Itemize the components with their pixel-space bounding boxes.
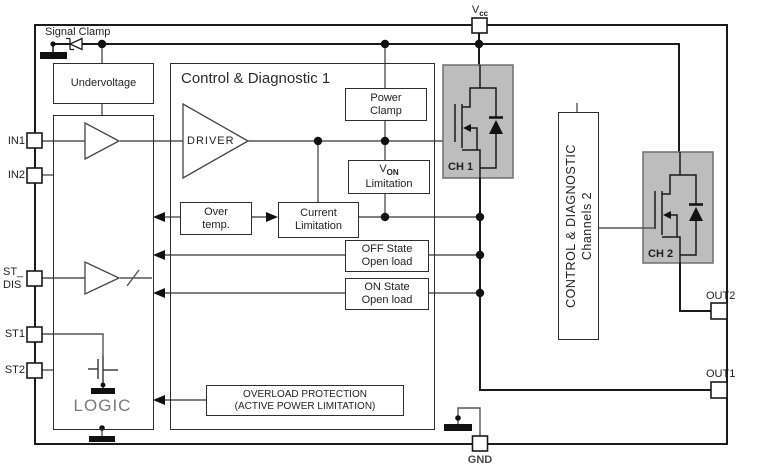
ground-icon-status — [91, 388, 115, 394]
output-wires — [479, 178, 711, 391]
st1-pin-label: ST1 — [4, 328, 25, 340]
pin-st2 — [26, 362, 43, 379]
pin-vcc — [471, 17, 488, 34]
block-logic — [53, 115, 154, 430]
cd2-wires — [576, 103, 655, 229]
block-ch2 — [642, 151, 714, 264]
ground-icon-gnd — [444, 424, 472, 431]
block-control-diagnostic-1 — [170, 63, 435, 430]
block-undervoltage: Undervoltage — [53, 63, 154, 104]
pin-out2 — [710, 302, 728, 320]
pin-st1 — [26, 326, 43, 343]
out2-pin-label: OUT2 — [706, 290, 736, 302]
pin-terminals — [26, 17, 728, 452]
out1-pin-label: OUT1 — [706, 368, 736, 380]
block-current-limitation: Current Limitation — [278, 202, 359, 238]
pin-in2 — [26, 167, 43, 184]
arrow-offstate-to-logic — [153, 250, 165, 260]
logic-label: LOGIC — [73, 396, 132, 415]
body-diode-icon-ch1 — [480, 87, 503, 169]
pin-st-dis — [26, 270, 43, 287]
gnd-wires — [457, 407, 481, 436]
arrow-onstate-to-logic — [153, 288, 165, 298]
undervoltage-label: Undervoltage — [70, 77, 137, 90]
signal-clamp-diode-icon — [66, 37, 83, 51]
signal-clamp-label: Signal Clamp — [45, 26, 111, 38]
mosfet-arrow-ch1 — [463, 124, 471, 132]
arrow-to-current-limitation — [266, 212, 278, 222]
diagnostic-wires — [164, 216, 480, 401]
ground-icon — [40, 52, 67, 59]
arrow-overtemp-to-logic — [153, 212, 165, 222]
block-over-temp: Over temp. — [180, 202, 252, 235]
body-diode-icon-ch2 — [680, 174, 703, 256]
pin-gnd — [471, 435, 489, 452]
ch2-label: CH 2 — [648, 248, 674, 260]
input-driver-wires — [42, 140, 455, 371]
block-control-diagnostic-2: CONTROL & DIAGNOSTIC Channels 2 — [558, 112, 599, 340]
ground-icon-logic — [89, 436, 115, 442]
in2-pin-label: IN2 — [7, 169, 25, 181]
mosfet-arrow-ch2 — [663, 211, 671, 219]
block-von-limitation: VON Limitation — [348, 160, 430, 194]
gnd-pin-label: GND — [467, 454, 493, 466]
in1-pin-label: IN1 — [7, 135, 25, 147]
driver-label: DRIVER — [187, 135, 235, 147]
buffer-in1-icon — [84, 121, 121, 161]
arrow-into-logic-icons — [153, 212, 278, 405]
st-dis-pin-label: ST_ DIS — [3, 266, 24, 291]
arrow-overload-to-logic — [153, 395, 165, 405]
device-outline — [34, 24, 728, 445]
cd1-title: Control & Diagnostic 1 — [181, 70, 331, 87]
block-on-state-open-load: ON State Open load — [345, 278, 429, 310]
st2-pin-label: ST2 — [4, 364, 25, 376]
buffer-stdis-icon — [84, 260, 121, 296]
block-off-state-open-load: OFF State Open load — [345, 240, 429, 272]
pin-in1 — [26, 132, 43, 149]
vcc-rail — [53, 33, 680, 152]
pin-out1 — [710, 381, 728, 399]
cd2-label: CONTROL & DIAGNOSTIC Channels 2 — [563, 144, 594, 308]
block-overload-protection: OVERLOAD PROTECTION (ACTIVE POWER LIMITA… — [206, 385, 404, 416]
junction-dots — [50, 39, 485, 431]
vcc-pin-label: Vcc — [471, 4, 489, 19]
driver-triangle-icon — [182, 102, 250, 180]
ch1-label: CH 1 — [448, 161, 474, 173]
block-power-clamp: Power Clamp — [345, 88, 427, 121]
